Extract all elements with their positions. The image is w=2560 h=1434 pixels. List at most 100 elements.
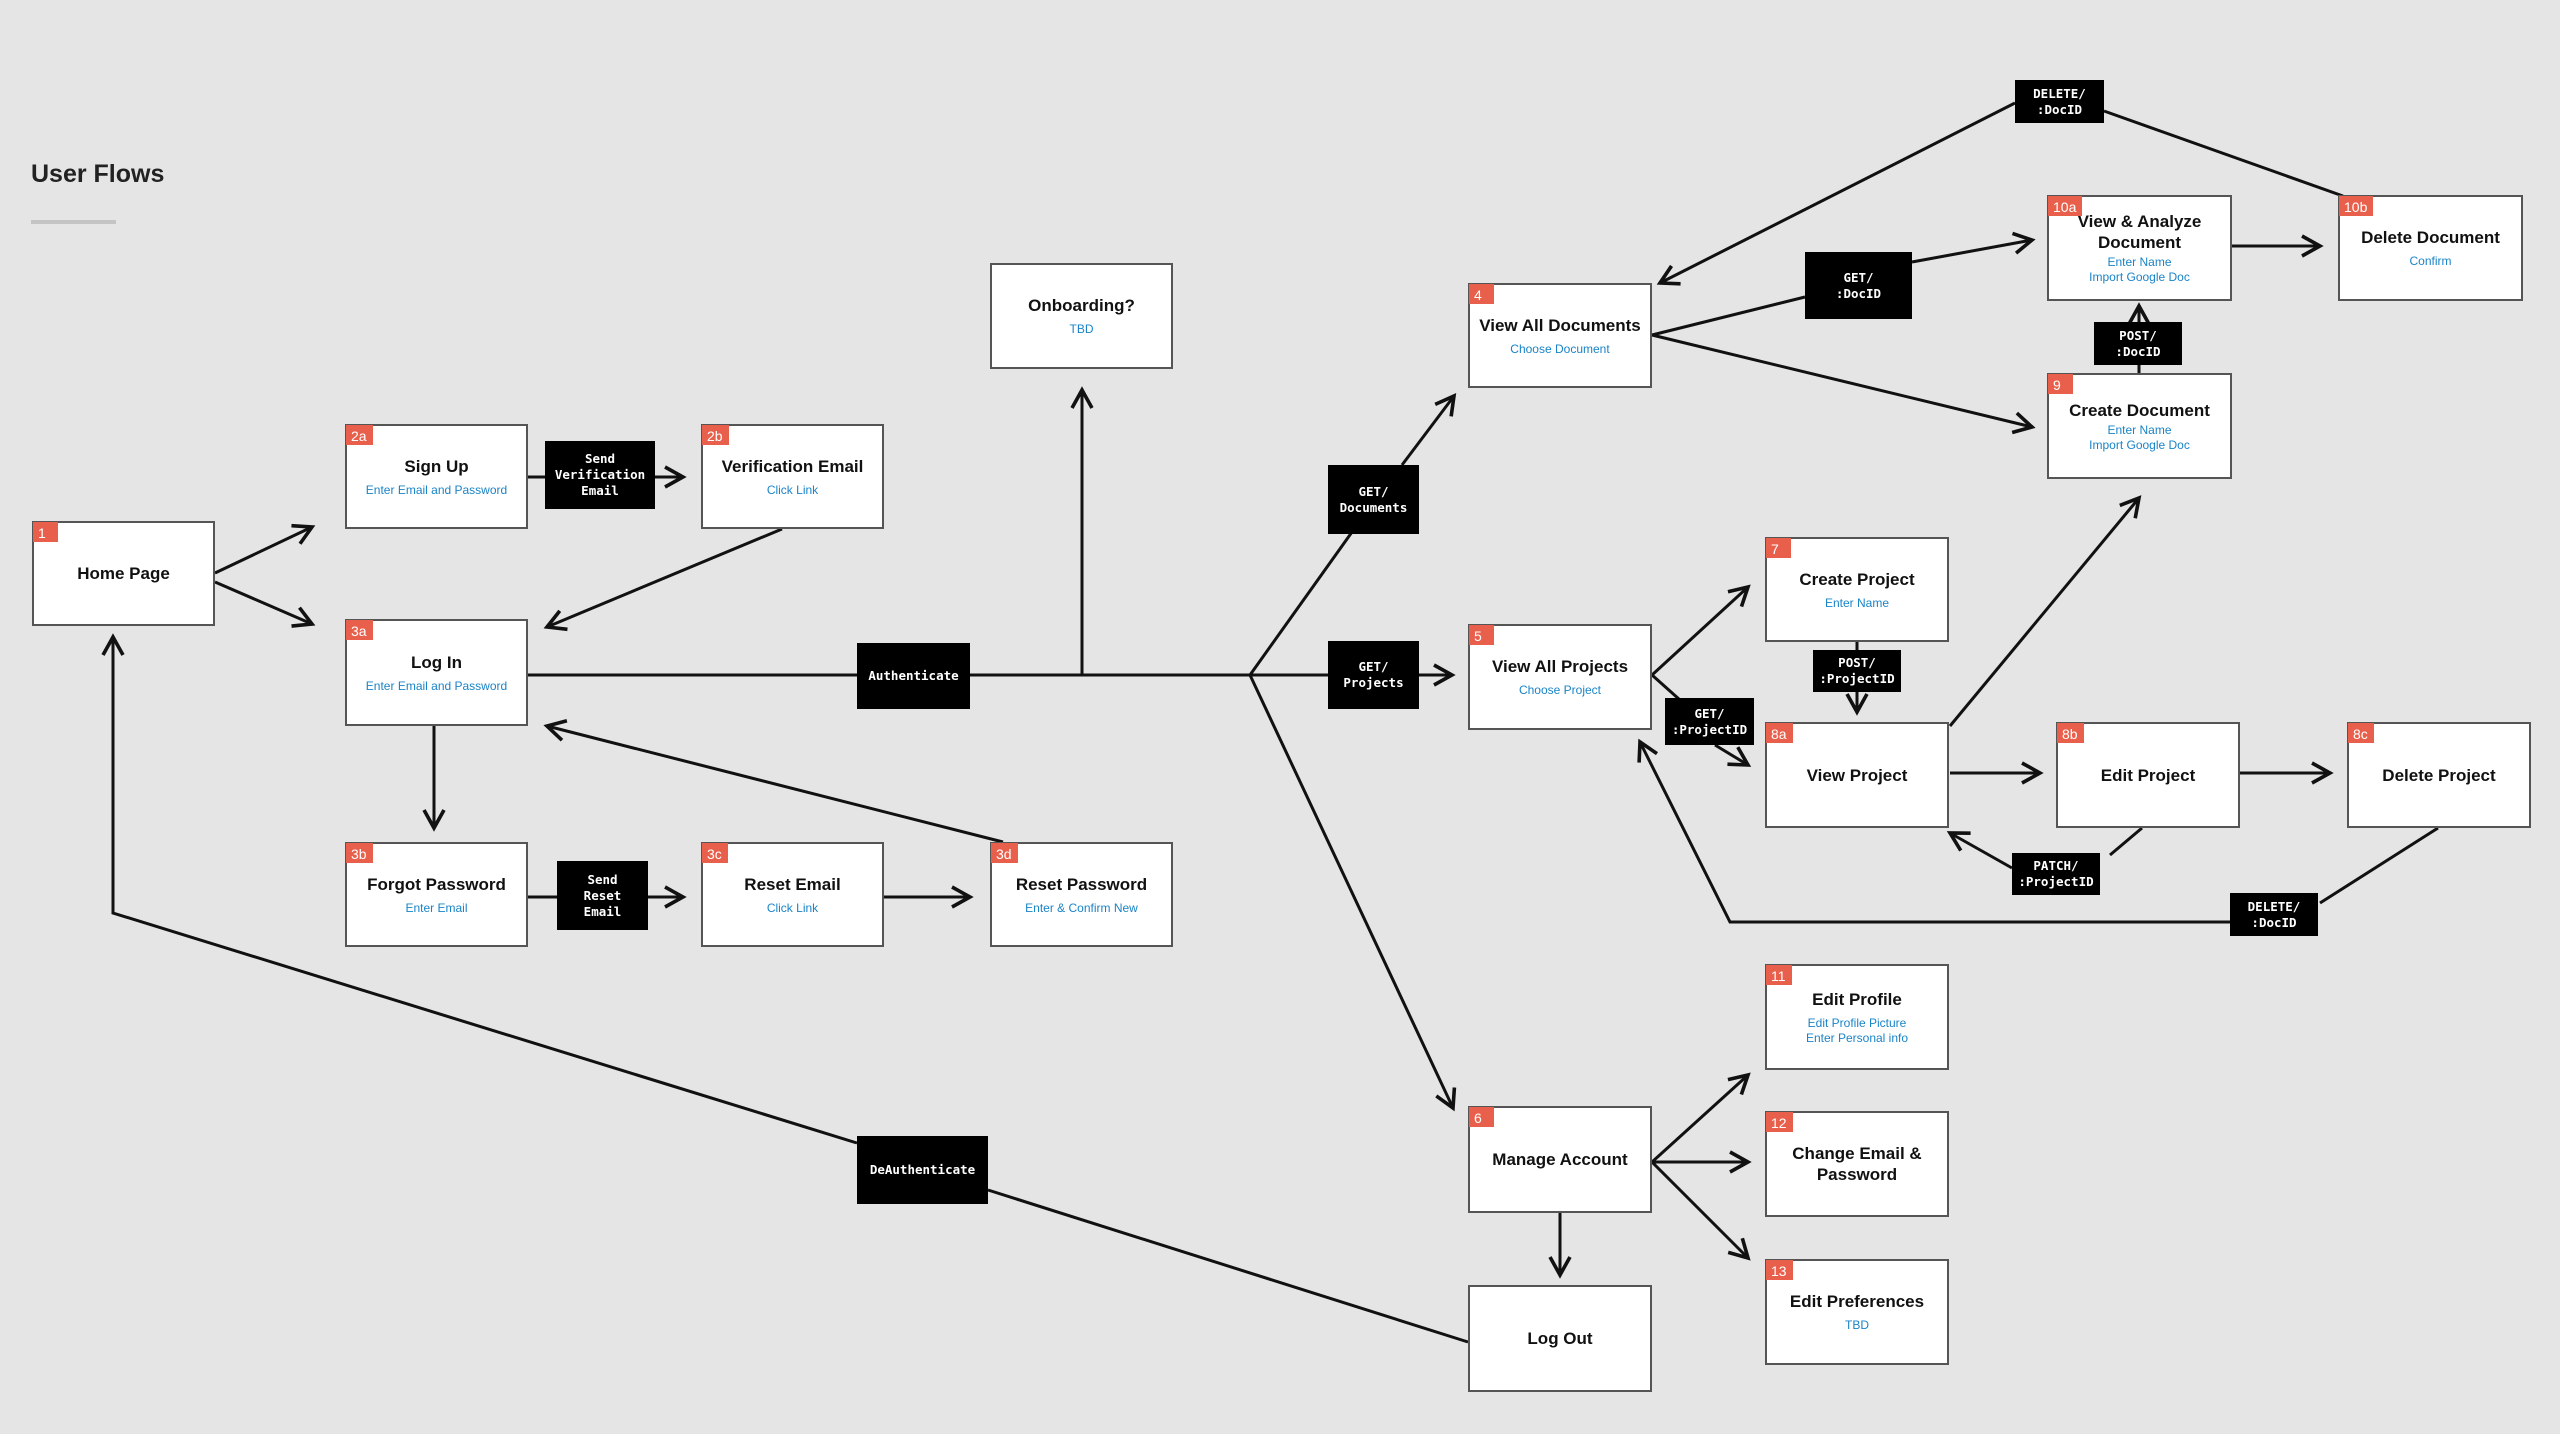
node-title: Verification Email bbox=[721, 456, 864, 476]
edge-account-prefs bbox=[1650, 1160, 1751, 1261]
node-title: Edit Preferences bbox=[1789, 1292, 1925, 1311]
node-subtitle: Confirm bbox=[2409, 254, 2452, 268]
node-tag: 8c bbox=[2348, 723, 2374, 743]
node-title: Sign Up bbox=[404, 456, 469, 476]
node-title: Create Document bbox=[2069, 400, 2210, 420]
node-tag: 3b bbox=[346, 843, 373, 863]
edge-label-send-verification: Send Verification Email bbox=[545, 441, 655, 509]
edge-label-delete-docid-proj: DELETE/ :DocID bbox=[2230, 893, 2318, 936]
node-tag: 8a bbox=[1766, 723, 1793, 743]
node-subtitle: Enter & Confirm New bbox=[1025, 900, 1138, 915]
node-tag: 4 bbox=[1469, 284, 1494, 304]
node-title: Create Project bbox=[1799, 569, 1915, 589]
edge-label-patch-projectid: PATCH/ :ProjectID bbox=[2012, 853, 2100, 895]
node-title: Edit Project bbox=[2100, 765, 2196, 785]
edge-label-deauthenticate: DeAuthenticate bbox=[857, 1136, 988, 1204]
edge-alldocs-getdoc bbox=[1651, 295, 1806, 337]
edge-viewproj-createdoc bbox=[1948, 495, 2142, 727]
edge-home-signup bbox=[214, 523, 316, 575]
node-title: Change Email & Password bbox=[1792, 1144, 1922, 1184]
node-title: Home Page bbox=[77, 564, 170, 583]
node-title: Reset Email bbox=[744, 874, 841, 894]
edge-resetpw-login bbox=[543, 719, 1004, 844]
edge-logout-deauth bbox=[987, 1188, 1469, 1344]
node-tag: 9 bbox=[2048, 374, 2073, 394]
node-subtitle: Enter Email bbox=[405, 900, 468, 915]
node-tag: 2b bbox=[702, 425, 729, 445]
node-subtitle: Edit Profile Picture bbox=[1807, 1015, 1907, 1030]
node-tag: 5 bbox=[1469, 625, 1494, 645]
node-title: Edit Profile bbox=[1812, 989, 1902, 1009]
edge-label-allprojects bbox=[1637, 738, 2230, 924]
edge-editproj-patch bbox=[2109, 826, 2143, 857]
edge-hub-getdocs bbox=[1248, 531, 1354, 676]
node-onboarding: Onboarding?TBD bbox=[990, 263, 1173, 369]
edge-patch-viewproj bbox=[1946, 831, 2013, 870]
node-logout: Log Out bbox=[1468, 1285, 1652, 1392]
node-tag: 11 bbox=[1766, 965, 1792, 985]
edge-label-authenticate: Authenticate bbox=[857, 643, 970, 709]
node-subtitle: Import Google Doc bbox=[2089, 437, 2190, 452]
page-title: User Flows bbox=[31, 160, 165, 188]
node-subtitle: Enter Name bbox=[2107, 422, 2172, 437]
edge-label-get-documents: GET/ Documents bbox=[1328, 465, 1419, 534]
node-tag: 3d bbox=[991, 843, 1018, 863]
node-subtitle: Enter Email and Password bbox=[365, 482, 508, 497]
edge-label-viewproj bbox=[1714, 743, 1752, 767]
node-subtitle: Enter Personal info bbox=[1805, 1030, 1909, 1045]
node-tag: 3a bbox=[346, 620, 373, 640]
edge-label-send-reset: Send Reset Email bbox=[557, 861, 648, 930]
node-subtitle: Enter Name bbox=[2107, 255, 2172, 269]
node-tag: 2a bbox=[346, 425, 373, 445]
node-tag: 3c bbox=[702, 843, 728, 863]
edge-allprojects-label bbox=[1651, 673, 1681, 702]
edge-label-post-docid: POST/ :DocID bbox=[2094, 322, 2182, 365]
edge-account-profile bbox=[1650, 1072, 1751, 1164]
edge-label-post-projectid: POST/ :ProjectID bbox=[1813, 650, 1901, 692]
node-subtitle: Choose Project bbox=[1518, 683, 1602, 697]
edge-delproj-label bbox=[2319, 826, 2439, 905]
edge-label-delete-docid-top: DELETE/ :DocID bbox=[2015, 80, 2104, 123]
node-title: View & Analyze Document bbox=[2077, 212, 2202, 252]
edge-verify-login bbox=[543, 527, 783, 632]
node-tag: 6 bbox=[1469, 1107, 1494, 1127]
node-tag: 12 bbox=[1766, 1112, 1793, 1132]
node-subtitle: Choose Document bbox=[1510, 341, 1610, 356]
node-title: Log Out bbox=[1527, 1329, 1593, 1348]
node-tag: 10b bbox=[2339, 196, 2374, 216]
edge-label-get-projectid: GET/ :ProjectID bbox=[1665, 698, 1754, 745]
edge-allprojects-create bbox=[1650, 584, 1751, 677]
edge-deldoc-label bbox=[2103, 109, 2344, 198]
node-tag: 10a bbox=[2048, 196, 2083, 216]
node-title: Log In bbox=[411, 652, 462, 672]
node-subtitle: Enter Name bbox=[1824, 595, 1890, 610]
title-underline bbox=[31, 220, 116, 224]
edge-getdoc-viewdoc bbox=[1911, 231, 2036, 264]
node-subtitle: Click Link bbox=[766, 482, 819, 497]
node-title: Forgot Password bbox=[367, 874, 506, 894]
node-subtitle: Click Link bbox=[766, 900, 819, 915]
edge-hub-account bbox=[1248, 674, 1457, 1112]
edge-deauth-home bbox=[101, 633, 858, 1145]
node-tag: 13 bbox=[1766, 1260, 1793, 1280]
node-title: View All Documents bbox=[1479, 315, 1641, 335]
edge-home-login bbox=[214, 580, 316, 628]
node-title: Delete Document bbox=[2361, 228, 2500, 247]
